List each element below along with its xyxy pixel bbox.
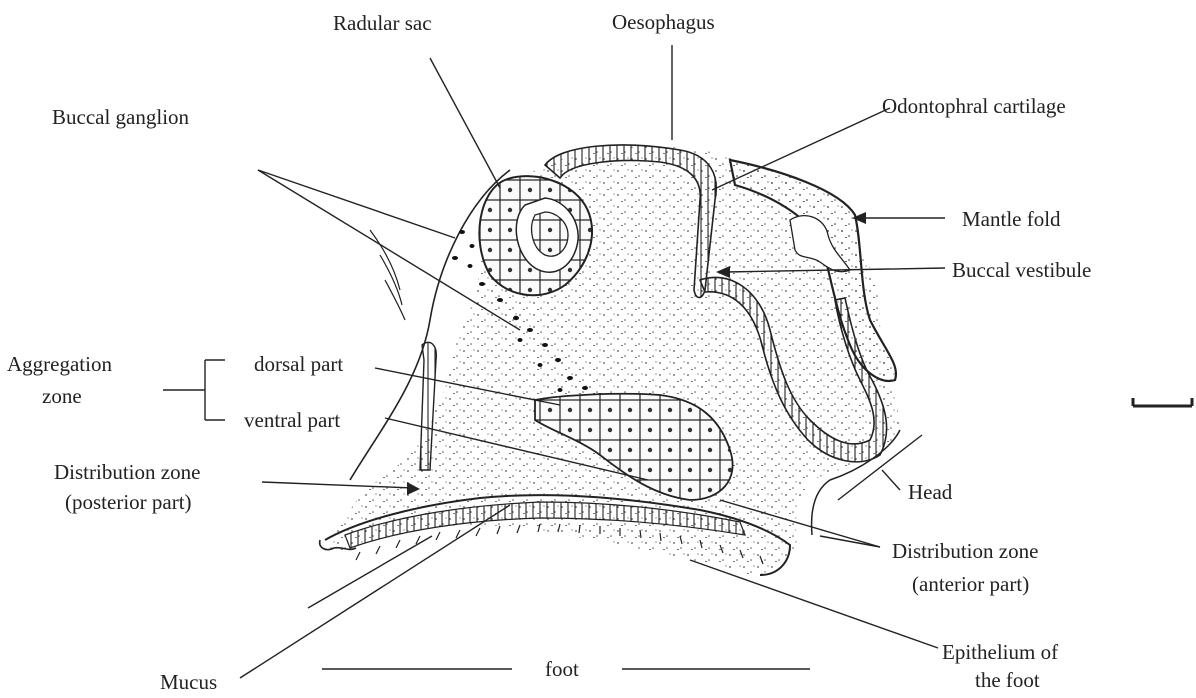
left-ectoderm-strands	[370, 230, 405, 320]
leader-odontophral	[712, 108, 890, 190]
label-buccal-ganglion: Buccal ganglion	[52, 103, 189, 131]
label-dorsal-part: dorsal part	[254, 350, 343, 378]
leader-radular-sac	[430, 58, 500, 188]
label-head: Head	[908, 478, 952, 506]
label-foot: foot	[545, 655, 579, 683]
label-mucus: Mucus	[160, 668, 217, 696]
label-zone: zone	[42, 382, 82, 410]
leader-head	[882, 470, 900, 490]
label-ventral-part: ventral part	[244, 406, 340, 434]
leader-epithelium	[690, 560, 938, 648]
label-oesophagus: Oesophagus	[612, 8, 715, 36]
label-odontophral-cartilage: Odontophral cartilage	[882, 92, 1066, 120]
leader-mucus-a	[308, 536, 432, 608]
label-aggregation: Aggregation	[7, 350, 112, 378]
label-mantle-fold: Mantle fold	[962, 205, 1061, 233]
label-anterior-part: (anterior part)	[912, 570, 1029, 598]
label-radular-sac: Radular sac	[333, 9, 432, 37]
label-epithelium-line1: Epithelium of	[942, 638, 1058, 666]
leader-buccal-ganglion-a	[258, 170, 455, 238]
label-distribution-zone-posterior: Distribution zone	[54, 458, 200, 486]
label-buccal-vestibule: Buccal vestibule	[952, 256, 1091, 284]
label-distribution-zone-anterior: Distribution zone	[892, 537, 1038, 565]
label-epithelium-line2: the foot	[975, 666, 1040, 694]
label-posterior-part: (posterior part)	[65, 488, 192, 516]
